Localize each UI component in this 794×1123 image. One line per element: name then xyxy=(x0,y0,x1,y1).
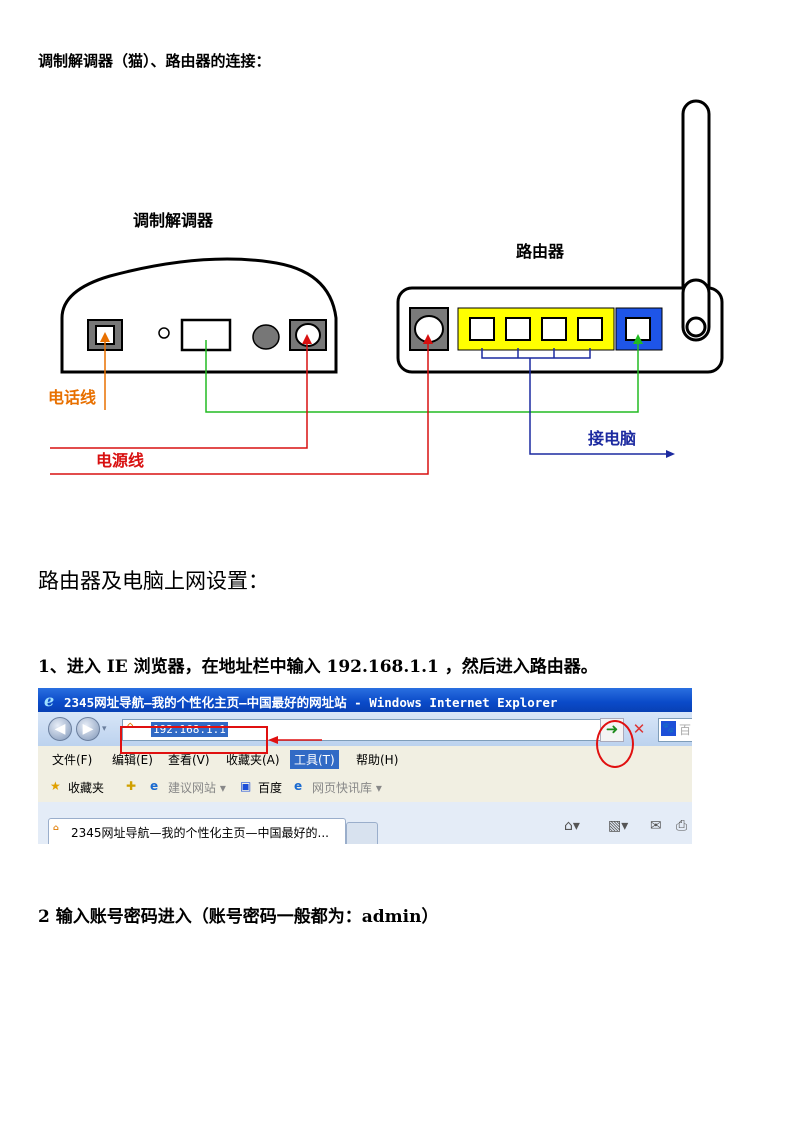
fav-link-baidu[interactable]: 百度 xyxy=(258,781,283,795)
ie-page-icon: e xyxy=(150,779,159,793)
baidu-icon: ▣ xyxy=(240,779,252,793)
search-input[interactable]: 百 xyxy=(679,723,692,737)
ie-page-icon: e xyxy=(294,779,303,793)
router-power-cable xyxy=(50,334,433,475)
tab-bar: ⌂ 2345网址导航—我的个性化主页—中国最好的... ⌂▾ ▧▾ ✉ ⎙ xyxy=(38,802,692,844)
ie-browser-screenshot: ℯ 2345网址导航—我的个性化主页—中国最好的网址站 - Windows In… xyxy=(38,688,692,844)
window-titlebar: ℯ 2345网址导航—我的个性化主页—中国最好的网址站 - Windows In… xyxy=(38,688,692,712)
menu-help[interactable]: 帮助(H) xyxy=(356,753,399,767)
lan-port xyxy=(577,317,603,341)
site-icon: ⌂ xyxy=(53,823,59,832)
star-icon: ★ xyxy=(50,779,61,793)
menu-file[interactable]: 文件(F) xyxy=(52,753,93,767)
favorites-button[interactable]: 收藏夹 xyxy=(68,781,105,795)
lan-cable xyxy=(205,334,643,413)
lan-port xyxy=(469,317,495,341)
feed-icon[interactable]: ▧▾ xyxy=(608,818,629,834)
lan-port xyxy=(541,317,567,341)
forward-icon[interactable]: ▶ xyxy=(76,717,100,741)
computer-label: 接电脑 xyxy=(588,429,636,448)
menu-tools[interactable]: 工具(T) xyxy=(290,750,339,769)
menu-edit[interactable]: 编辑(E) xyxy=(112,753,153,767)
menu-favorites[interactable]: 收藏夹(A) xyxy=(226,753,280,767)
search-box[interactable]: 🐾 百 xyxy=(658,718,692,742)
step-1-text: 1、进入 IE 浏览器，在地址栏中输入 192.168.1.1 ，然后进入路由器… xyxy=(38,657,598,677)
window-title: 2345网址导航—我的个性化主页—中国最好的网址站 - Windows Inte… xyxy=(64,695,558,710)
power-line-label: 电源线 xyxy=(96,451,144,470)
lan-port xyxy=(505,317,531,341)
print-icon[interactable]: ⎙ xyxy=(676,818,688,834)
fav-link-suggested[interactable]: 建议网站 ▾ xyxy=(168,781,226,795)
mail-icon[interactable]: ✉ xyxy=(650,818,662,834)
favorites-bar: ★ 收藏夹 ✚ e 建议网站 ▾ ▣ 百度 e 网页快讯库 ▾ xyxy=(38,772,692,802)
modem-body xyxy=(60,257,338,374)
phone-line xyxy=(100,332,110,410)
modem-button xyxy=(252,324,280,350)
back-icon[interactable]: ◀ xyxy=(48,717,72,741)
section-title-connection: 调制解调器（猫）、路由器的连接： xyxy=(38,52,271,70)
modem-led xyxy=(158,327,170,339)
fav-link-webslice[interactable]: 网页快讯库 ▾ xyxy=(312,781,382,795)
tab-active[interactable]: ⌂ 2345网址导航—我的个性化主页—中国最好的... xyxy=(48,818,346,844)
section-heading-setup: 路由器及电脑上网设置： xyxy=(38,569,269,593)
new-tab-button[interactable] xyxy=(346,822,378,844)
home-icon[interactable]: ⌂▾ xyxy=(564,818,580,834)
tab-label: 2345网址导航—我的个性化主页—中国最好的... xyxy=(71,826,329,840)
connection-diagram: 调制解调器 路由器 电话线 电源线 接电脑 xyxy=(48,99,724,475)
baidu-icon: 🐾 xyxy=(661,721,676,736)
add-favorite-icon[interactable]: ✚ xyxy=(126,779,137,793)
ie-logo-icon: ℯ xyxy=(44,691,55,710)
computer-cable xyxy=(481,348,675,458)
menu-view[interactable]: 查看(V) xyxy=(168,753,210,767)
modem-power-cable xyxy=(50,334,312,449)
stop-icon[interactable]: ✕ xyxy=(632,720,646,738)
red-arrow-icon xyxy=(268,736,322,744)
address-highlight-box xyxy=(120,726,268,754)
phone-line-label: 电话线 xyxy=(48,388,96,407)
modem-label: 调制解调器 xyxy=(133,211,214,230)
go-button-highlight-circle xyxy=(596,720,634,768)
recent-pages-icon[interactable]: ▾ xyxy=(102,724,107,734)
step-2-text: 2 输入账号密码进入（账号密码一般都为：admin） xyxy=(38,907,439,927)
router-label: 路由器 xyxy=(516,242,565,261)
